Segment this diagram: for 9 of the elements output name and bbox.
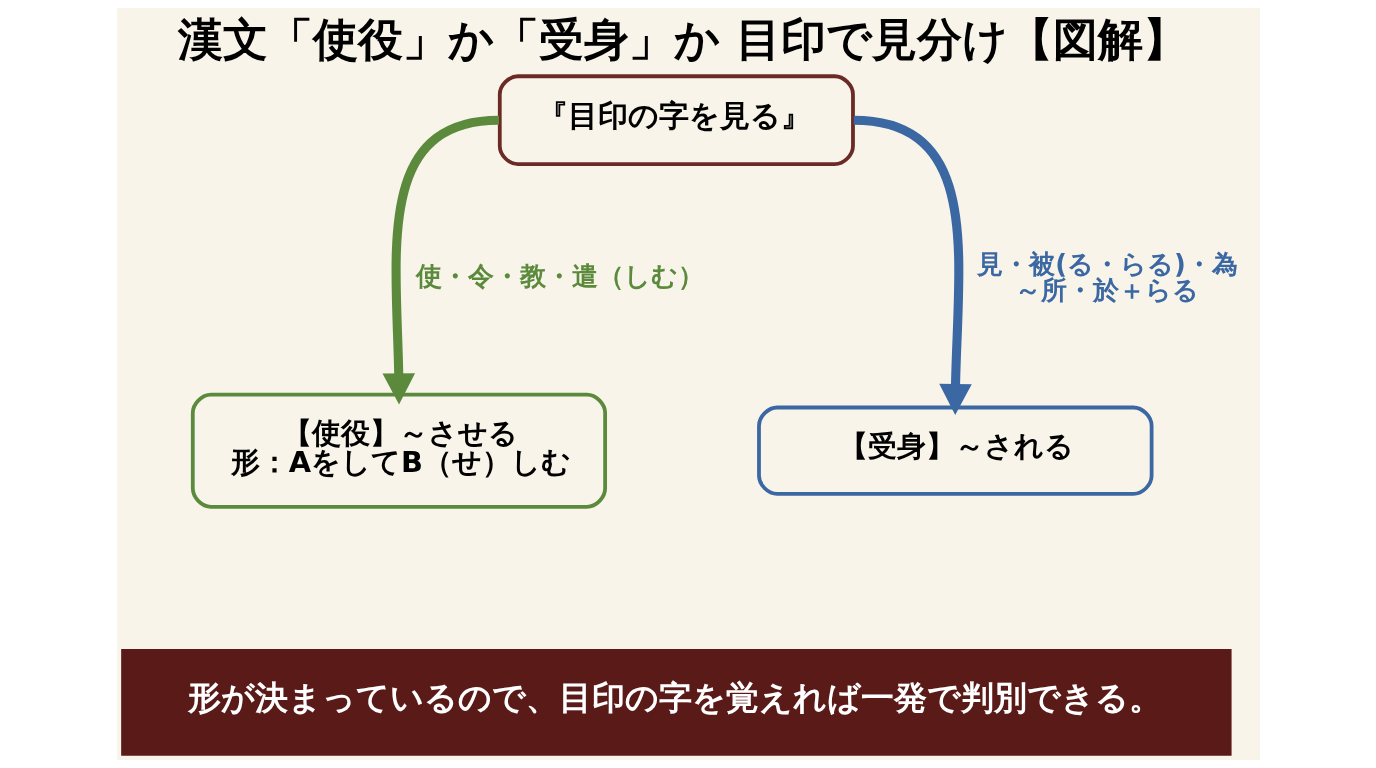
node-box: 【受身】～される — [756, 405, 1153, 496]
diagram-title: 漢文「使役」か「受身」か 目印で見分け【図解】 — [177, 13, 1188, 67]
edge-label: 見・被(る・らる)・為～所・於＋らる — [976, 248, 1238, 305]
node-box: 【使役】～させる 形：AをしてB（せ）しむ — [190, 392, 607, 509]
caption: 形が決まっているので、目印の字を覚えれば一発で判別できる。 — [187, 678, 1162, 718]
edge-label: 使・令・教・遣（しむ） — [415, 260, 704, 291]
arrow — [382, 115, 499, 405]
arrow — [852, 115, 972, 415]
node-box: 『目印の字を見る』 — [497, 74, 855, 167]
